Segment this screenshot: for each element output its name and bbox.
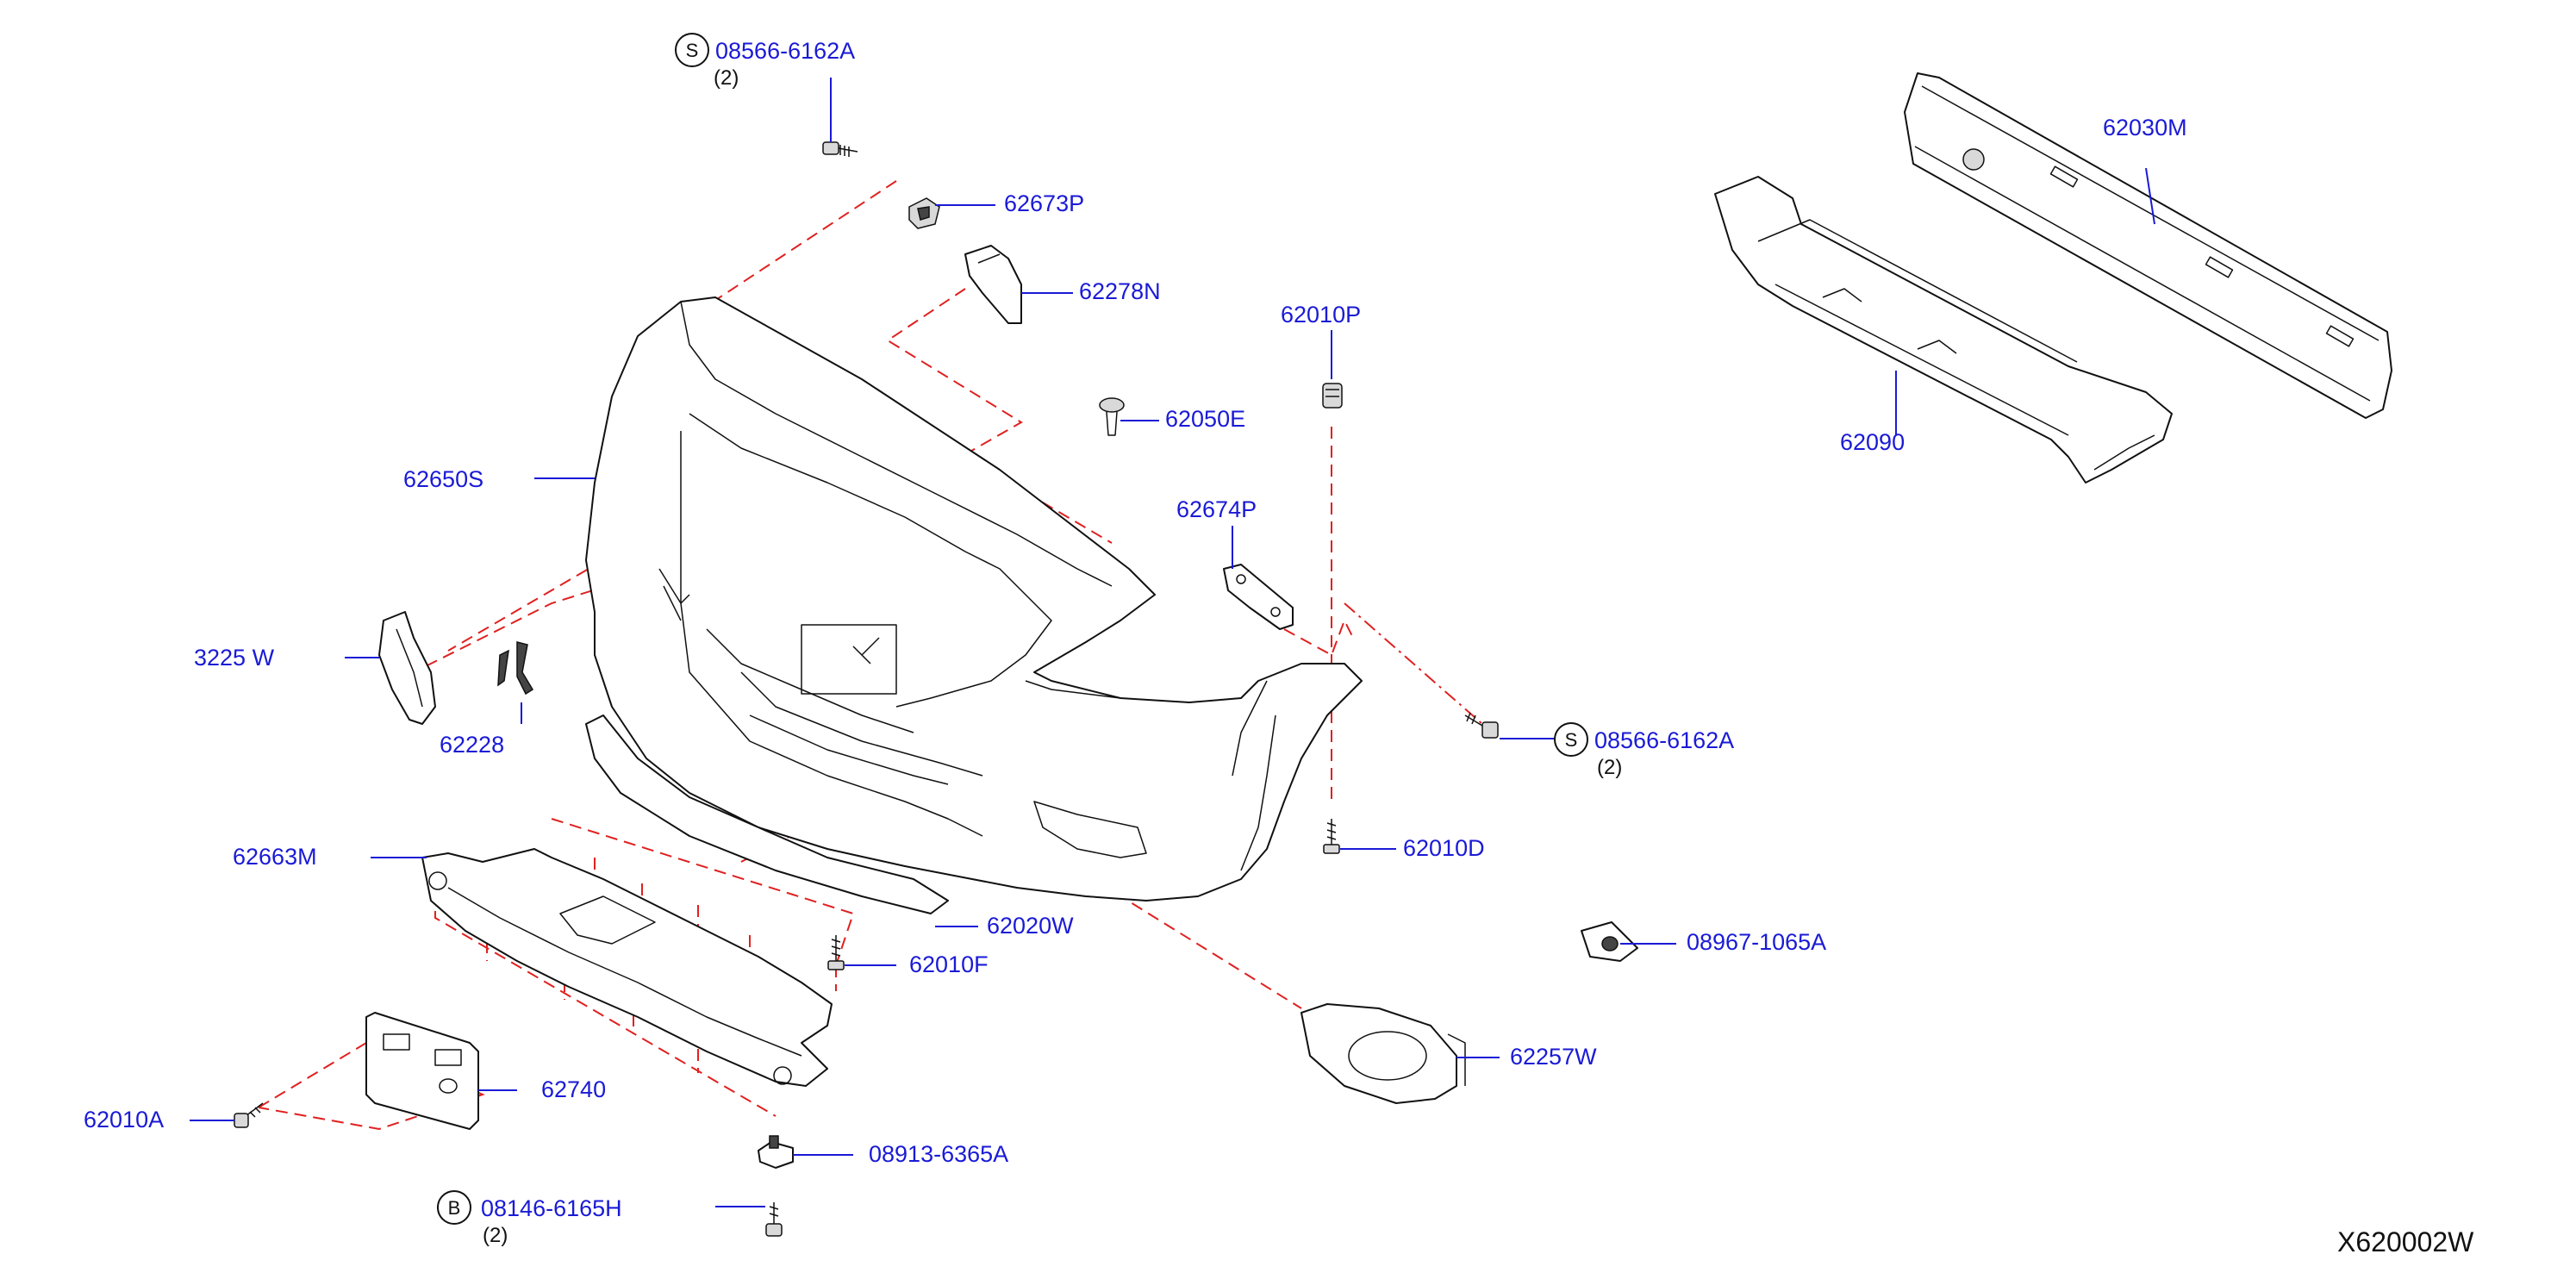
quantity: (2) — [714, 66, 739, 90]
part-number: 08566-6162A — [715, 38, 855, 64]
part-number: 62257W — [1510, 1044, 1597, 1070]
part-number: 62050E — [1165, 406, 1245, 432]
fasteners — [234, 141, 1638, 1237]
part-number: 62278N — [1079, 278, 1161, 304]
leader-lines — [190, 78, 2155, 1207]
bumper-fascia — [585, 296, 1363, 902]
callout-screw-right: S 08566-6162A (2) — [1554, 722, 1734, 779]
quantity: (2) — [1597, 756, 1622, 779]
part-number: 62010D — [1403, 835, 1485, 861]
part-number: 08146-6165H — [481, 1195, 622, 1221]
circle-prefix: S — [686, 40, 699, 61]
part-number: 08967-1065A — [1687, 929, 1826, 955]
diagram-reference: X620002W — [2337, 1226, 2474, 1257]
bracket-62228-part — [497, 641, 534, 696]
screw-right-part — [1464, 712, 1499, 739]
foglamp-finisher-part — [1300, 1003, 1466, 1104]
part-number: 62090 — [1840, 429, 1905, 455]
part-number: 62010P — [1281, 302, 1361, 328]
part-number: 62663M — [233, 844, 317, 870]
callout-labels: S 08566-6162A (2) 62673P 62278N 62010P 6… — [84, 33, 2187, 1247]
license-plate-bracket-part — [365, 1012, 479, 1130]
quantity: (2) — [483, 1224, 508, 1247]
left-cover-part — [378, 611, 436, 725]
lower-strip — [585, 714, 949, 914]
part-number: 62030M — [2103, 115, 2187, 140]
undercover-part — [421, 848, 833, 1087]
bracket-62674p-part — [1223, 564, 1294, 630]
part-number: 62228 — [440, 732, 504, 758]
part-number: 08913-6365A — [869, 1141, 1008, 1167]
part-number: 62010F — [909, 951, 989, 977]
reinforcement-bar — [1904, 72, 2392, 419]
clip-62010p-part — [1322, 383, 1343, 409]
part-number: 08566-6162A — [1594, 727, 1734, 753]
circle-prefix: B — [448, 1197, 461, 1219]
clip-62673p-part — [908, 197, 940, 229]
part-number: 62674P — [1176, 496, 1257, 522]
callout-screw-top: S 08566-6162A (2) — [675, 33, 855, 90]
bracket-62278n-part — [964, 245, 1022, 324]
rivet-62050e-part — [1099, 397, 1125, 436]
part-number: 3225 W — [194, 645, 275, 671]
part-number: 62650S — [403, 466, 483, 492]
part-number: 62740 — [541, 1076, 606, 1102]
screw-62010f-part — [827, 935, 845, 970]
nut-08967-part — [1581, 921, 1638, 962]
circle-prefix: S — [1565, 729, 1578, 751]
part-number: 62010A — [84, 1107, 164, 1132]
part-number: 62020W — [987, 913, 1074, 939]
bolt-bottom-part — [765, 1202, 783, 1237]
part-number: 62673P — [1004, 190, 1084, 216]
energy-absorber — [1714, 176, 2173, 484]
nut-08913-part — [758, 1135, 794, 1169]
callout-bolt-bottom: B 08146-6165H (2) — [437, 1190, 622, 1247]
screw-top-part — [822, 141, 858, 157]
screw-62010a-part — [234, 1102, 264, 1128]
screw-62010d-part — [1323, 819, 1340, 854]
